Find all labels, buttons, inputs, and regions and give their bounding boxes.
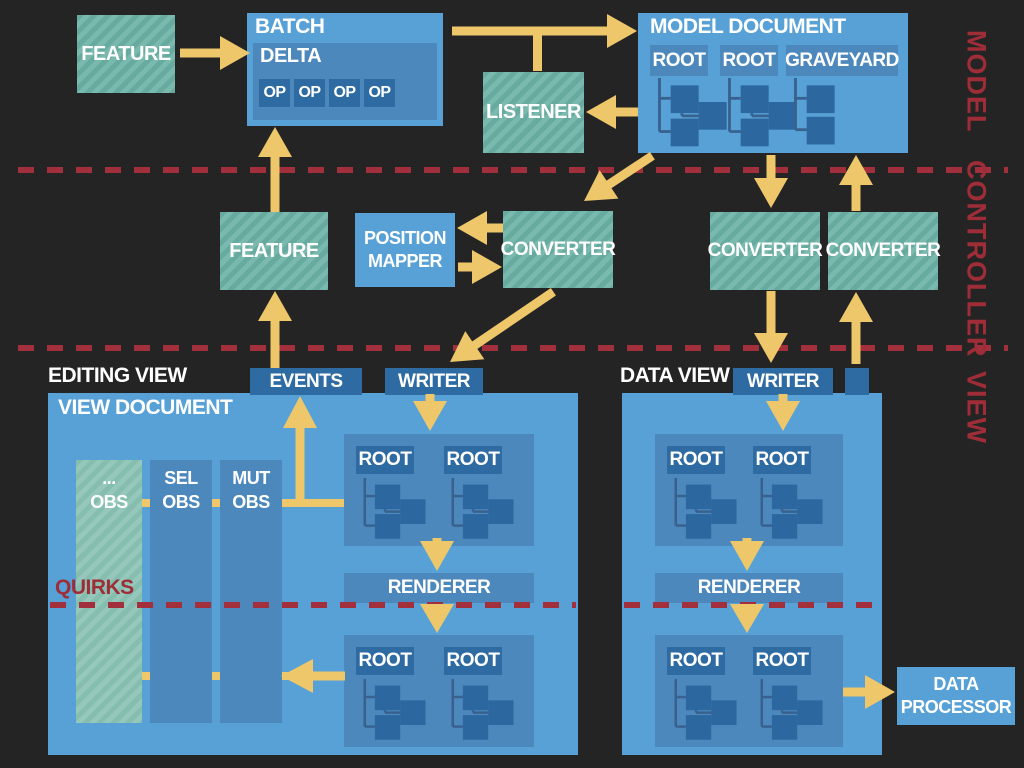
model-layer-label: MODEL: [961, 29, 992, 133]
view-layer-label: VIEW: [961, 370, 992, 444]
arrow-model-document-to-converter-left: [754, 155, 788, 208]
editing-view-title: EDITING VIEW: [48, 364, 187, 387]
arrow-feature-to-batch: [180, 36, 250, 70]
node-tree-icon: [760, 677, 824, 741]
root-node-box: ROOT: [356, 647, 414, 675]
data-processor-box: DATA PROCESSOR: [897, 667, 1015, 725]
arrow-events-to-feature: [258, 291, 292, 368]
layer-divider-controller-view: [18, 345, 1008, 351]
arrow-line-batch-to-listener: [533, 27, 542, 71]
op-chip: OP: [364, 79, 395, 107]
quirks-divider-line: [50, 602, 576, 608]
root-node-box: ROOT: [753, 647, 811, 675]
node-tree-icon: [363, 677, 427, 741]
observer-column-selection: SEL OBS: [150, 460, 212, 723]
op-chip: OP: [329, 79, 360, 107]
root-node-box: ROOT: [667, 647, 725, 675]
graveyard-node-box: GRAVEYARD: [785, 45, 899, 76]
converter-box-right: CONVERTER: [826, 212, 941, 290]
view-document-title: VIEW DOCUMENT: [58, 396, 233, 419]
listener-box: LISTENER: [483, 72, 584, 153]
position-mapper-box: POSITION MAPPER: [355, 213, 455, 287]
arrow-converter-to-editing-writer: [450, 288, 556, 362]
op-chip: OP: [294, 79, 325, 107]
delta-box: DELTA OP OP OP OP: [253, 43, 437, 120]
controller-layer-label: CONTROLLER: [961, 160, 992, 358]
position-mapper-label-line2: MAPPER: [367, 251, 443, 271]
model-document-box: MODEL DOCUMENT ROOT ROOT GRAVEYARD: [638, 13, 908, 153]
observer-column-generic: ... OBS: [76, 460, 142, 723]
root-node-box: ROOT: [444, 446, 502, 474]
root-node-box: ROOT: [667, 446, 725, 474]
batch-label: BATCH: [255, 15, 325, 38]
observer-label-line1: SEL: [164, 468, 198, 488]
data-view-title: DATA VIEW: [620, 364, 730, 387]
root-node-box: ROOT: [356, 446, 414, 474]
root-tree-container-data-bottom: ROOT ROOT: [655, 635, 843, 747]
node-tree-icon: [760, 476, 824, 540]
root-node-box: ROOT: [753, 446, 811, 474]
node-tree-icon: [363, 476, 427, 540]
root-node-box: ROOT: [650, 45, 708, 76]
converter-box-center: CONVERTER: [501, 211, 616, 288]
observer-label-line1: ...: [102, 468, 116, 488]
model-document-title: MODEL DOCUMENT: [650, 15, 846, 38]
batch-box: BATCH DELTA OP OP OP OP: [247, 13, 443, 126]
quirks-divider-line: [624, 602, 880, 608]
renderer-bar-editing: RENDERER: [344, 573, 534, 603]
arrow-position-mapper-to-converter: [458, 250, 502, 284]
root-node-box: ROOT: [444, 647, 502, 675]
quirks-label: QUIRKS: [55, 576, 134, 599]
position-mapper-label-line1: POSITION: [363, 228, 447, 248]
events-tab: EVENTS: [250, 368, 362, 395]
arrow-converter-to-position-mapper: [457, 211, 503, 245]
observer-label-line2: OBS: [162, 492, 200, 512]
node-tree-icon: [794, 76, 837, 146]
node-tree-icon: [451, 677, 515, 741]
root-node-box: ROOT: [720, 45, 778, 76]
observer-label-line2: OBS: [232, 492, 270, 512]
writer-tab-editing: WRITER: [385, 368, 483, 395]
data-processor-label-line2: PROCESSOR: [900, 697, 1012, 717]
observer-label-line1: MUT: [232, 468, 270, 488]
node-tree-icon: [674, 476, 738, 540]
root-tree-container-editing-top: ROOT ROOT: [344, 434, 534, 546]
arrow-converter-to-data-writer: [754, 291, 788, 363]
observer-column-mutation: MUT OBS: [220, 460, 282, 723]
converter-box-left: CONVERTER: [708, 212, 823, 290]
arrow-converter-right-to-model-document: [839, 155, 873, 211]
feature-box-model: FEATURE: [77, 15, 175, 93]
node-tree-icon: [451, 476, 515, 540]
arrow-batch-to-model-document: [452, 14, 637, 48]
observer-label-line2: OBS: [90, 492, 128, 512]
renderer-bar-data: RENDERER: [655, 573, 843, 603]
root-tree-container-data-top: ROOT ROOT: [655, 434, 843, 546]
op-chip: OP: [259, 79, 290, 107]
root-tree-container-editing-bottom: ROOT ROOT: [344, 635, 534, 747]
writer-tab-data: WRITER: [733, 368, 833, 395]
delta-label: DELTA: [260, 45, 322, 67]
data-processor-label-line1: DATA: [933, 674, 979, 694]
node-tree-icon: [674, 677, 738, 741]
layer-divider-model-controller: [18, 167, 1008, 173]
feature-box-controller: FEATURE: [220, 212, 328, 290]
arrow-data-tab-to-converter-right: [839, 292, 873, 364]
arrow-model-document-to-listener: [586, 95, 638, 129]
data-view-tab: [845, 368, 869, 395]
